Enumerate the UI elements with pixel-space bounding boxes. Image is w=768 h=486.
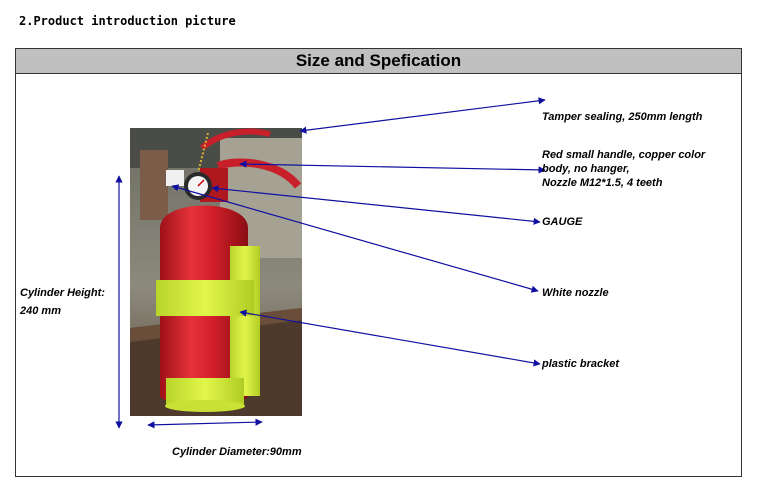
label-diameter: Cylinder Diameter:90mm <box>172 446 302 458</box>
label-gauge: GAUGE <box>542 216 583 228</box>
arrow-nozzle <box>171 184 539 293</box>
arrow-tamper <box>299 97 546 134</box>
label-handle-line2: body, no hanger, <box>542 163 630 175</box>
label-height-line2: 240 mm <box>20 305 61 317</box>
spec-title: Size and Spefication <box>16 49 741 74</box>
label-height-line1: Cylinder Height: <box>20 287 105 299</box>
arrow-handle <box>239 160 546 174</box>
label-nozzle: White nozzle <box>542 287 609 299</box>
arrow-bracket <box>239 309 541 367</box>
label-tamper: Tamper sealing, 250mm length <box>542 111 703 123</box>
spec-frame: Size and Spefication <box>15 48 742 477</box>
label-bracket: plastic bracket <box>542 358 620 370</box>
arrow-diameter <box>147 418 263 429</box>
section-heading: 2.Product introduction picture <box>19 14 236 28</box>
arrow-gauge <box>211 185 541 225</box>
label-handle-line3: Nozzle M12*1.5, 4 teeth <box>542 177 663 189</box>
label-handle-line1: Red small handle, copper color <box>542 149 706 161</box>
